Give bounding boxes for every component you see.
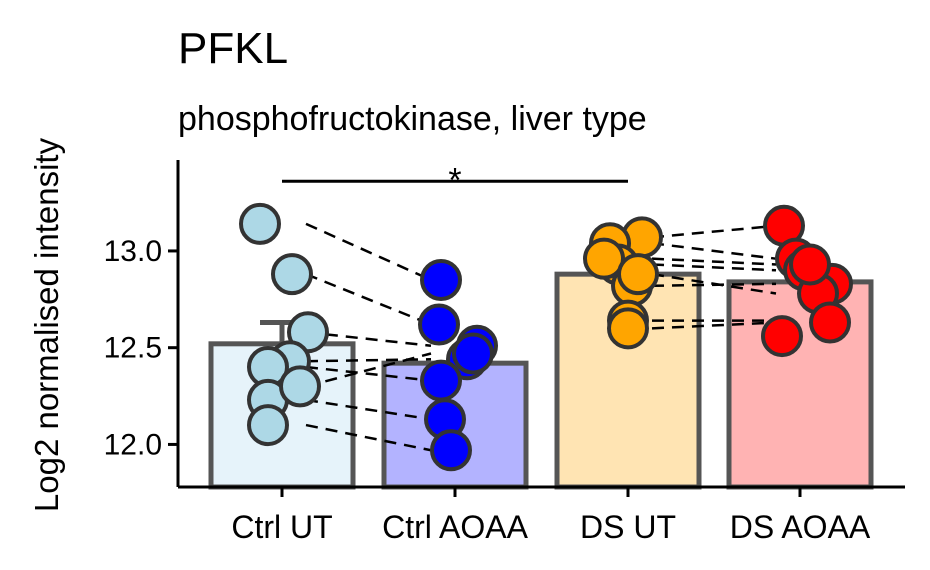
x-tick-label: Ctrl AOAA [382, 509, 528, 545]
bar-ds-aoaa [726, 279, 874, 490]
pairing-line [305, 398, 432, 421]
data-point [420, 359, 462, 402]
data-point [420, 258, 462, 301]
y-tick-label: 13.0 [104, 235, 162, 268]
data-point [279, 365, 321, 408]
y-tick-label: 12.5 [104, 332, 162, 365]
pairing-line [651, 241, 777, 260]
y-tick-label: 12.0 [104, 428, 162, 461]
data-point [789, 243, 831, 286]
data-point [239, 202, 281, 245]
pairing-line [305, 222, 432, 282]
data-point [452, 332, 494, 375]
significance-label: * [448, 161, 461, 199]
data-point [271, 253, 313, 296]
pairing-line [651, 272, 777, 295]
y-axis-label: Log2 normalised intensity [28, 137, 65, 512]
x-tick-label: DS UT [580, 509, 676, 545]
pairing-line [651, 257, 777, 266]
x-tick-label: DS AOAA [730, 509, 871, 545]
pairing-line [305, 352, 432, 388]
data-point [418, 303, 460, 346]
data-point [761, 315, 803, 358]
x-tick-label: Ctrl UT [231, 509, 332, 545]
chart-subtitle: phosphofructokinase, liver type [178, 100, 647, 138]
data-point [247, 404, 289, 447]
pairing-line [305, 423, 432, 452]
data-point [617, 253, 659, 296]
chart-title: PFKL [178, 24, 288, 73]
pairing-line [651, 224, 777, 239]
data-point [607, 307, 649, 350]
pairing-line [305, 365, 432, 382]
pairing-line [305, 273, 432, 326]
data-point [809, 301, 851, 344]
pairing-line [651, 321, 777, 330]
pairing-line [651, 263, 777, 272]
data-point [583, 237, 625, 280]
data-point [430, 429, 472, 472]
